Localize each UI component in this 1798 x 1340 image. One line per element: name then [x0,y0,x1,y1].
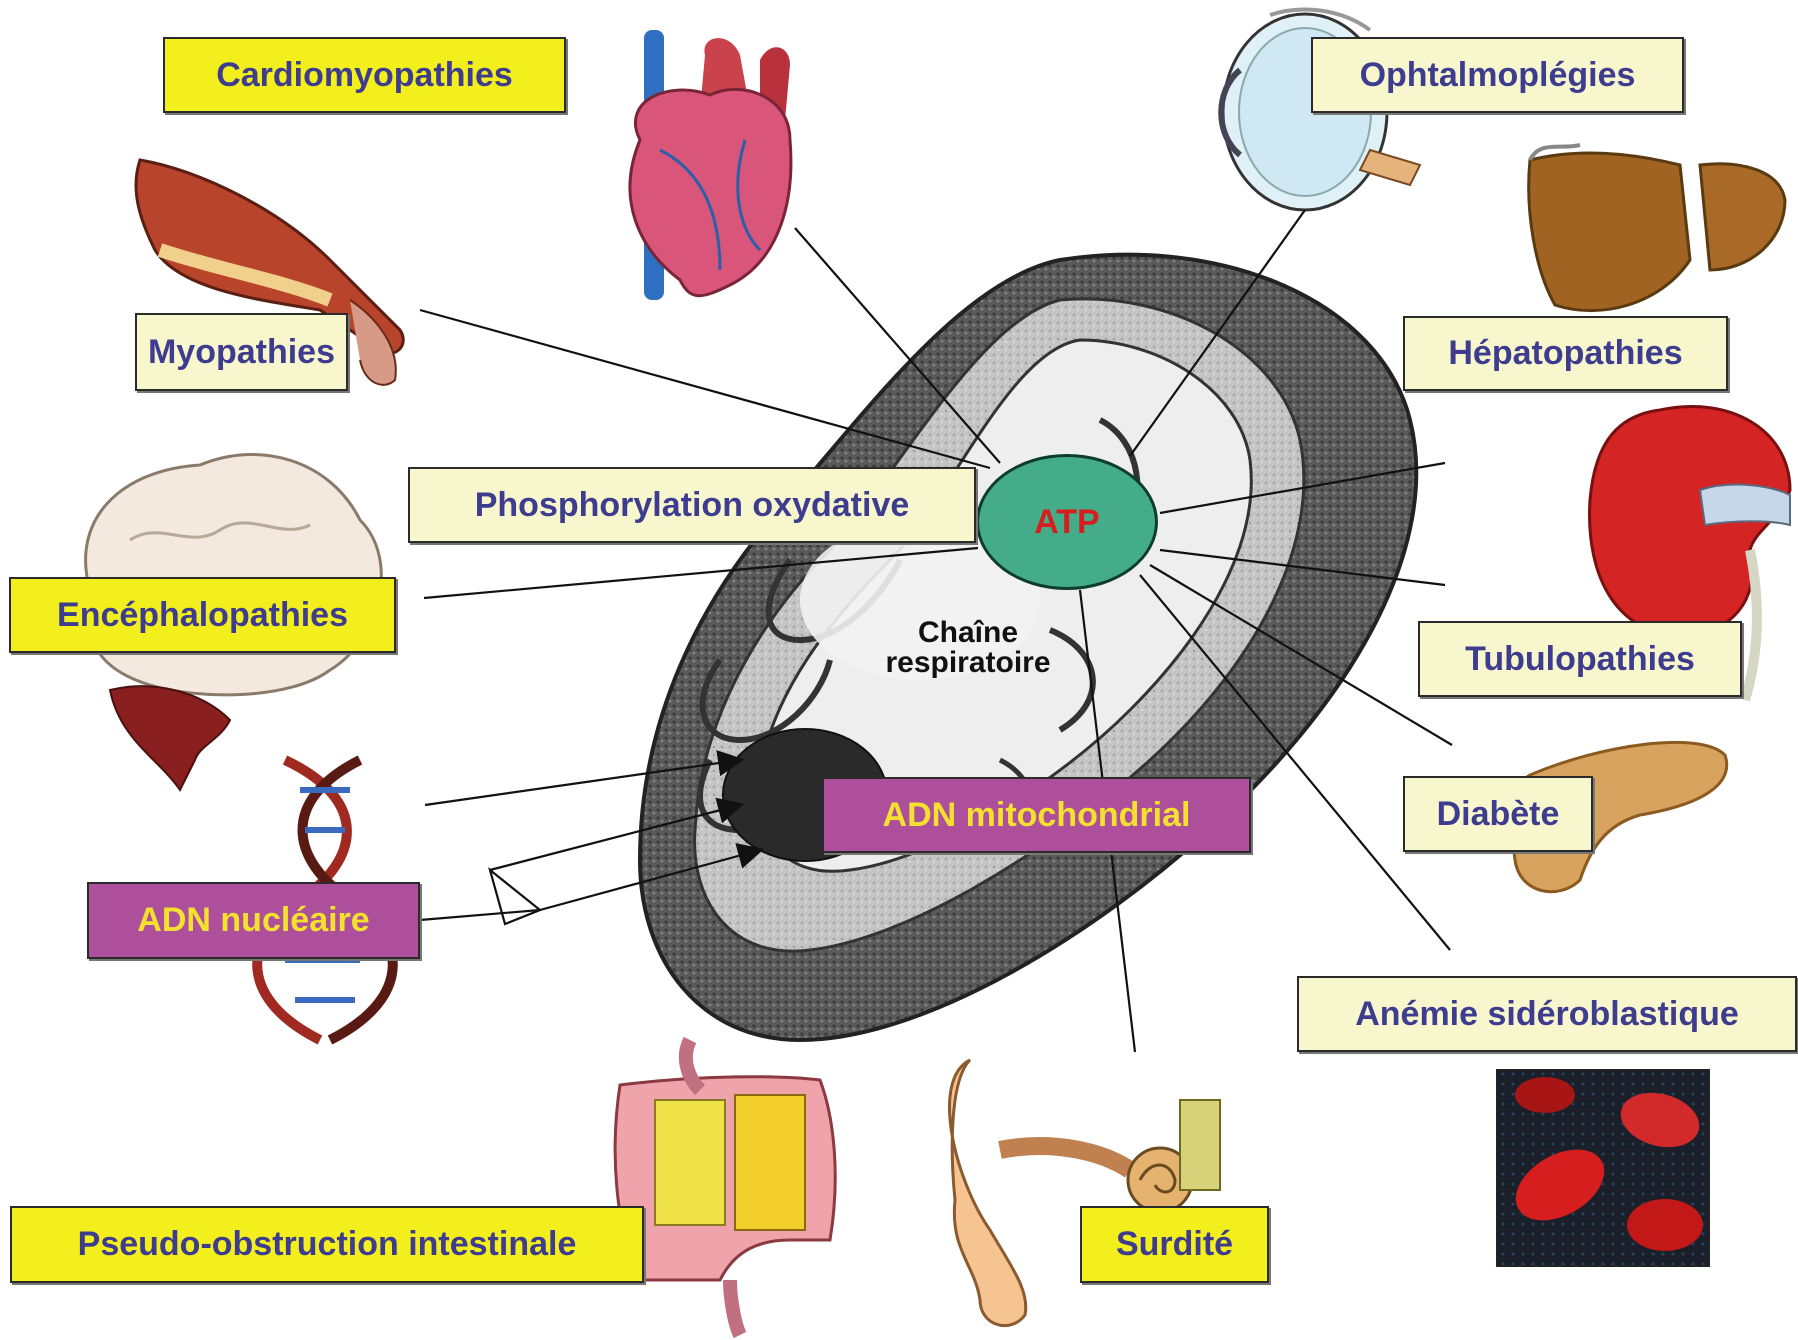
label-diabete: Diabète [1403,776,1593,852]
label-anemie-sideroblastique: Anémie sidéroblastique [1297,976,1797,1052]
label-cardiomyopathies: Cardiomyopathies [163,37,566,113]
arrow-bracket [490,870,540,924]
label-adn-nucleaire: ADN nucléaire [87,882,420,959]
red-blood-cells-illustration [1497,1070,1709,1266]
label-ophtalmoplegies: Ophtalmoplégies [1311,37,1684,113]
label-encephalopathies: Encéphalopathies [9,577,396,653]
label-adn-mitochondrial: ADN mitochondrial [822,777,1251,853]
label-tubulopathies: Tubulopathies [1418,621,1742,697]
respiratory-chain-line2: respiratoire [868,648,1068,678]
liver-illustration [1529,145,1785,311]
ear-illustration [950,1060,1220,1326]
label-surdite: Surdité [1080,1206,1269,1283]
label-hepatopathies: Hépatopathies [1403,316,1728,391]
line-adn-nucleaire [420,910,540,920]
intestine-illustration [615,1040,835,1335]
atp-node: ATP [976,454,1158,590]
label-phosphorylation-oxydative: Phosphorylation oxydative [408,467,976,543]
heart-illustration [630,30,791,300]
label-pseudo-obstruction-intestinale: Pseudo-obstruction intestinale [10,1206,644,1283]
respiratory-chain-line1: Chaîne [868,618,1068,648]
label-myopathies: Myopathies [135,313,348,391]
respiratory-chain-label: Chaîne respiratoire [868,618,1068,678]
